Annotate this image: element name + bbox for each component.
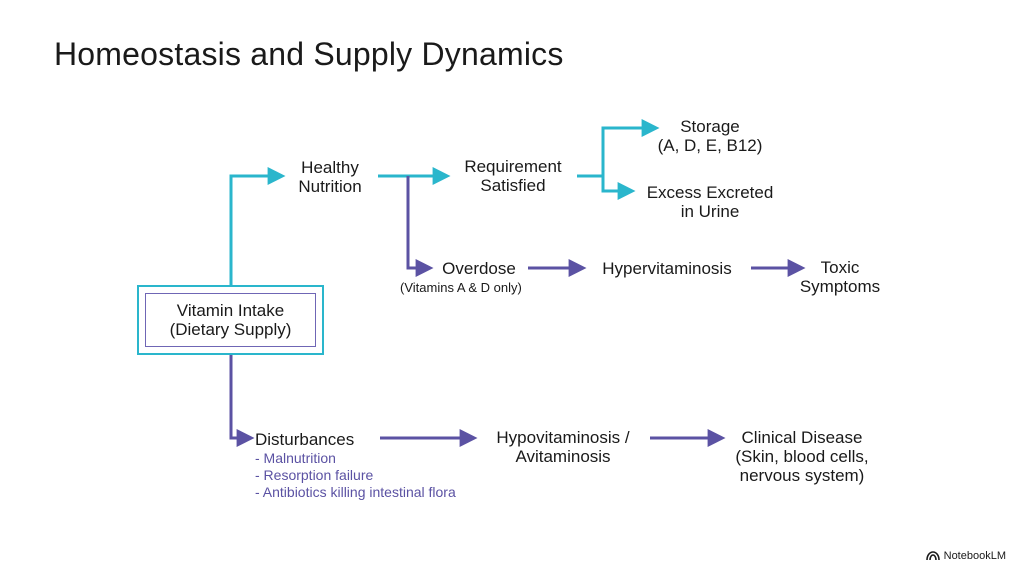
healthy-nutrition-node: Healthy Nutrition bbox=[288, 158, 372, 196]
excess-line-1: Excess Excreted bbox=[646, 183, 774, 202]
storage-node: Storage (A, D, E, B12) bbox=[650, 117, 770, 155]
vitamin-intake-line-2: (Dietary Supply) bbox=[169, 320, 292, 339]
overdose-note: (Vitamins A & D only) bbox=[400, 280, 522, 295]
clinical-line-3: nervous system) bbox=[739, 466, 865, 485]
clinical-line-2: (Skin, blood cells, bbox=[735, 447, 869, 466]
excess-excreted-node: Excess Excreted in Urine bbox=[636, 183, 784, 221]
vitamin-intake-line-1: Vitamin Intake bbox=[176, 301, 285, 320]
toxic-symptoms-node: Toxic Symptoms bbox=[796, 258, 884, 296]
arrow-healthy-to-overdose bbox=[406, 176, 434, 277]
disturbance-cause-item: - Malnutrition bbox=[255, 450, 336, 466]
healthy-nutrition-line-1: Healthy bbox=[301, 158, 359, 177]
disturbances-node: Disturbances bbox=[255, 430, 354, 449]
arrow-requirement-to-storage bbox=[577, 119, 660, 178]
hypervitaminosis-node: Hypervitaminosis bbox=[589, 259, 745, 278]
arrow-intake-to-healthy bbox=[229, 167, 286, 285]
arrow-requirement-to-excess bbox=[601, 176, 636, 200]
requirement-line-2: Satisfied bbox=[480, 176, 546, 195]
disturbance-cause-item: - Antibiotics killing intestinal flora bbox=[255, 484, 456, 500]
arrow-intake-to-disturbances bbox=[229, 355, 255, 447]
vitamin-intake-label: Vitamin Intake (Dietary Supply) bbox=[145, 293, 316, 347]
hypervitaminosis-label: Hypervitaminosis bbox=[602, 259, 732, 278]
hypovitaminosis-node: Hypovitaminosis / Avitaminosis bbox=[480, 428, 646, 466]
excess-line-2: in Urine bbox=[680, 202, 740, 221]
healthy-nutrition-line-2: Nutrition bbox=[298, 177, 362, 196]
requirement-line-1: Requirement bbox=[464, 157, 562, 176]
clinical-line-1: Clinical Disease bbox=[741, 428, 863, 447]
notebooklm-brand-name: NotebookLM bbox=[943, 550, 1006, 562]
clinical-disease-node: Clinical Disease (Skin, blood cells, ner… bbox=[724, 428, 880, 485]
hypovitaminosis-line-2: Avitaminosis bbox=[515, 447, 611, 466]
toxic-line-1: Toxic bbox=[820, 258, 860, 277]
disturbances-label: Disturbances bbox=[255, 430, 355, 449]
page-title: Homeostasis and Supply Dynamics bbox=[54, 36, 564, 72]
notebooklm-watermark: NotebookLM bbox=[925, 550, 1006, 562]
hypovitaminosis-line-1: Hypovitaminosis / bbox=[496, 428, 630, 447]
requirement-satisfied-node: Requirement Satisfied bbox=[452, 157, 574, 195]
disturbance-causes-list: - Malnutrition - Resorption failure - An… bbox=[255, 450, 456, 501]
overdose-label: Overdose bbox=[442, 259, 516, 278]
disturbance-cause-item: - Resorption failure bbox=[255, 467, 374, 483]
notebooklm-logo-icon bbox=[925, 551, 940, 561]
storage-line-1: Storage bbox=[680, 117, 740, 136]
overdose-node: Overdose bbox=[434, 259, 524, 278]
storage-line-2: (A, D, E, B12) bbox=[657, 136, 763, 155]
toxic-line-2: Symptoms bbox=[799, 277, 881, 296]
vitamin-intake-box: Vitamin Intake (Dietary Supply) bbox=[137, 285, 324, 355]
